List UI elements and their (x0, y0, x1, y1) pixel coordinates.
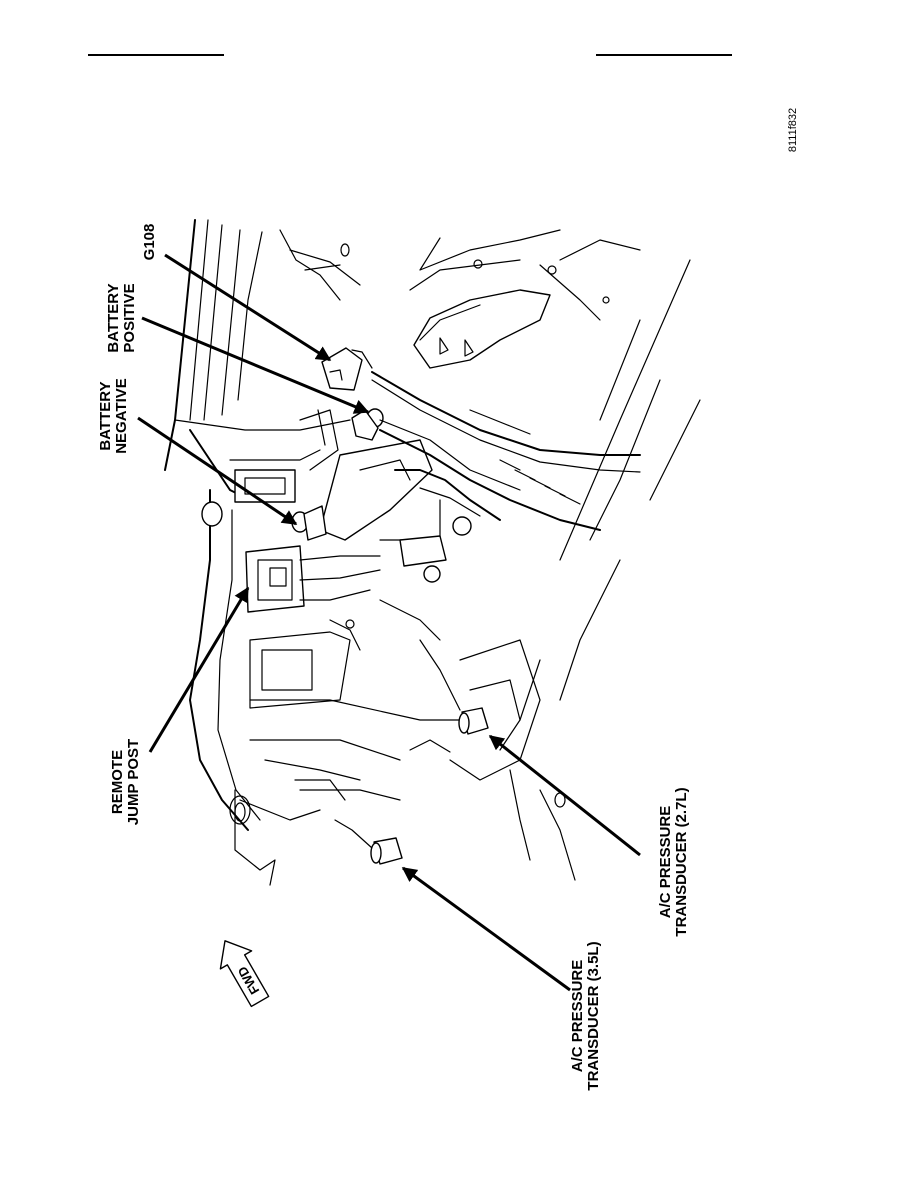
callout-ac-pressure-3-5l: A/C PRESSURE TRANSDUCER (3.5L) (569, 941, 602, 1090)
remote-jump-post-line2: JUMP POST (125, 739, 142, 825)
g108-label: G108 (141, 224, 158, 261)
callout-battery-negative: BATTERY NEGATIVE (97, 378, 130, 454)
ac-27-line1: A/C PRESSURE (657, 806, 674, 919)
header-rule-left (88, 54, 224, 56)
remote-jump-post-line1: REMOTE (109, 750, 126, 814)
battery-positive-line1: BATTERY (105, 283, 122, 352)
header-rule-right (596, 54, 732, 56)
ac-35-line1: A/C PRESSURE (569, 960, 586, 1073)
remote-jump-post-leader (148, 586, 250, 753)
g108-leader (164, 253, 332, 362)
callout-ac-pressure-2-7l: A/C PRESSURE TRANSDUCER (2.7L) (657, 787, 690, 936)
battery-negative-leader (137, 416, 298, 526)
ac-27-line2: TRANSDUCER (2.7L) (673, 787, 690, 936)
callout-battery-positive: BATTERY POSITIVE (105, 283, 138, 352)
callout-g108: G108 (141, 224, 158, 261)
battery-negative-line2: NEGATIVE (113, 378, 130, 454)
battery-positive-leader (141, 316, 370, 414)
ac-35-line2: TRANSDUCER (3.5L) (585, 941, 602, 1090)
battery-positive-line2: POSITIVE (121, 283, 138, 352)
callout-remote-jump-post: REMOTE JUMP POST (109, 739, 142, 825)
ac-35-leader (401, 866, 571, 992)
ac-27-leader (488, 734, 641, 857)
figure-id: 8111f832 (787, 108, 799, 152)
drawing-linework (164, 219, 701, 886)
forward-arrow-icon: FWD (219, 940, 270, 1008)
battery-negative-line1: BATTERY (97, 381, 114, 450)
leader-lines (137, 253, 641, 992)
